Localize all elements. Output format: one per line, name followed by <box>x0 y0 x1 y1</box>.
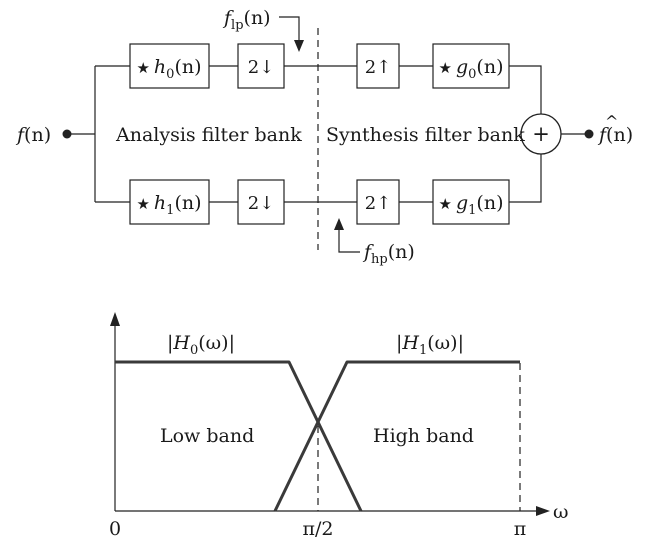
output-node <box>584 129 594 139</box>
upsampler-lower-label: 2↑ <box>365 193 392 214</box>
analysis-filter-h1-label: ★h1(n) <box>136 192 201 218</box>
synthesis-filter-g1-label: ★g1(n) <box>439 192 504 218</box>
downsampler-lower-label: 2↓ <box>248 193 275 214</box>
h0-response-curve <box>115 360 363 512</box>
synthesis-filter-g0-block: ★g0(n) <box>432 43 510 89</box>
upsampler-lower-block: 2↑ <box>356 179 400 225</box>
synthesis-filter-g1-block: ★g1(n) <box>432 179 510 225</box>
adder-symbol: + <box>532 122 550 146</box>
low-band-label: Low band <box>160 425 254 447</box>
analysis-filter-h1-block: ★h1(n) <box>129 179 210 225</box>
vertical-axis-arrow <box>110 312 120 326</box>
analysis-filter-h0-block: ★h0(n) <box>129 43 210 89</box>
highpass-arrow-line <box>338 228 360 253</box>
downsampler-upper-label: 2↓ <box>248 57 275 78</box>
upsampler-upper-label: 2↑ <box>365 57 392 78</box>
adder-node: + <box>520 113 562 155</box>
h1-response-label: |H1(ω)| <box>396 332 464 358</box>
h0-response-label: |H0(ω)| <box>167 332 235 358</box>
lowpass-output-label: flp(n) <box>222 7 271 33</box>
downsampler-lower-block: 2↓ <box>237 179 285 225</box>
tick-label-pi: π <box>514 518 527 540</box>
h1-response-curve <box>273 360 520 512</box>
frequency-axis-arrow <box>536 506 550 516</box>
input-split-wire <box>67 65 130 203</box>
frequency-axis-symbol: ω <box>553 501 569 523</box>
upsampler-upper-block: 2↑ <box>356 43 400 89</box>
highpass-output-label: fhp(n) <box>362 241 415 267</box>
output-hat-mark: ^ <box>605 112 618 131</box>
lower-branch-wire <box>209 154 542 203</box>
output-signal-label: f(n) <box>597 124 633 146</box>
downsampler-upper-block: 2↓ <box>237 43 285 89</box>
input-signal-label: f(n) <box>15 124 51 146</box>
lowpass-arrow-line <box>279 16 300 42</box>
synthesis-filter-g0-label: ★g0(n) <box>439 56 504 82</box>
highpass-arrow-head <box>334 218 344 230</box>
analysis-filter-h0-label: ★h0(n) <box>136 56 201 82</box>
synthesis-bank-label: Synthesis filter bank <box>326 124 525 146</box>
lowpass-arrow-head <box>294 40 304 52</box>
tick-label-zero: 0 <box>109 518 121 540</box>
analysis-bank-label: Analysis filter bank <box>115 124 302 146</box>
tick-label-half-pi: π/2 <box>303 518 334 540</box>
upper-branch-wire <box>209 65 542 114</box>
high-band-label: High band <box>373 425 474 447</box>
